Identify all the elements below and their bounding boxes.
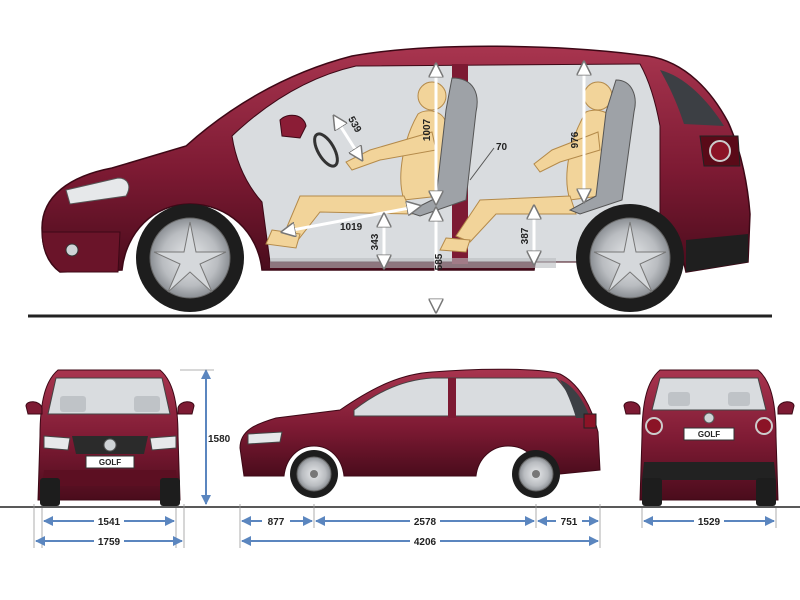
fog-lamp — [65, 243, 79, 257]
right-taillight — [755, 417, 773, 435]
front-view: GOLF 1580 1541 1759 — [0, 369, 800, 548]
front-seat-height-label: 343 — [370, 233, 381, 250]
right-headlight — [149, 435, 177, 451]
front-plate — [85, 455, 135, 469]
headlight — [65, 177, 130, 205]
headroom-rear-label: 976 — [570, 131, 581, 148]
entry-height-label: 585 — [434, 253, 445, 270]
rear-shoulder-leader — [469, 147, 495, 181]
side-mirror — [279, 114, 307, 139]
front-legroom-label: 1019 — [340, 222, 363, 233]
rear-mirror-left — [623, 401, 641, 415]
rear-bumper — [686, 234, 748, 272]
front-wheel — [136, 204, 244, 312]
profile-view: 877 2578 751 4206 — [239, 368, 601, 548]
height-label: 1580 — [208, 434, 231, 445]
mirror-left — [25, 401, 43, 415]
rear-overhang-label: 751 — [561, 517, 578, 528]
wheelbase-label: 2578 — [414, 517, 437, 528]
profile-front-wheel — [290, 450, 338, 498]
width-label: 1759 — [98, 537, 121, 548]
rear-plate-text: GOLF — [698, 430, 720, 439]
front-track-label: 1541 — [98, 517, 121, 528]
left-taillight — [645, 417, 663, 435]
front-legroom-arrow — [282, 206, 420, 232]
mirror-right — [177, 401, 195, 415]
rear-shoulder-label: 70 — [496, 142, 508, 153]
rear-view: GOLF 1529 — [623, 369, 795, 528]
headroom-front-label: 1007 — [422, 118, 433, 141]
profile-rear-wheel — [512, 450, 560, 498]
rear-seat-height-label: 387 — [520, 227, 531, 244]
rear-plate — [683, 427, 735, 441]
front-bumper — [41, 231, 121, 273]
rear-seat — [568, 79, 636, 215]
side-view: 1007 976 539 70 1019 343 387 585 — [28, 45, 772, 318]
front-plate-text: GOLF — [99, 458, 121, 467]
front-overhang-label: 877 — [268, 517, 285, 528]
length-label: 4206 — [414, 537, 437, 548]
rear-mirror-right — [777, 401, 795, 415]
steering-reach-arrow — [334, 116, 362, 160]
rear-window — [660, 70, 724, 126]
rear-wheel — [576, 204, 684, 312]
left-headlight — [43, 435, 71, 451]
rear-vw-logo-icon — [703, 412, 715, 424]
rear-track-label: 1529 — [698, 517, 721, 528]
vw-logo-icon — [103, 438, 117, 452]
